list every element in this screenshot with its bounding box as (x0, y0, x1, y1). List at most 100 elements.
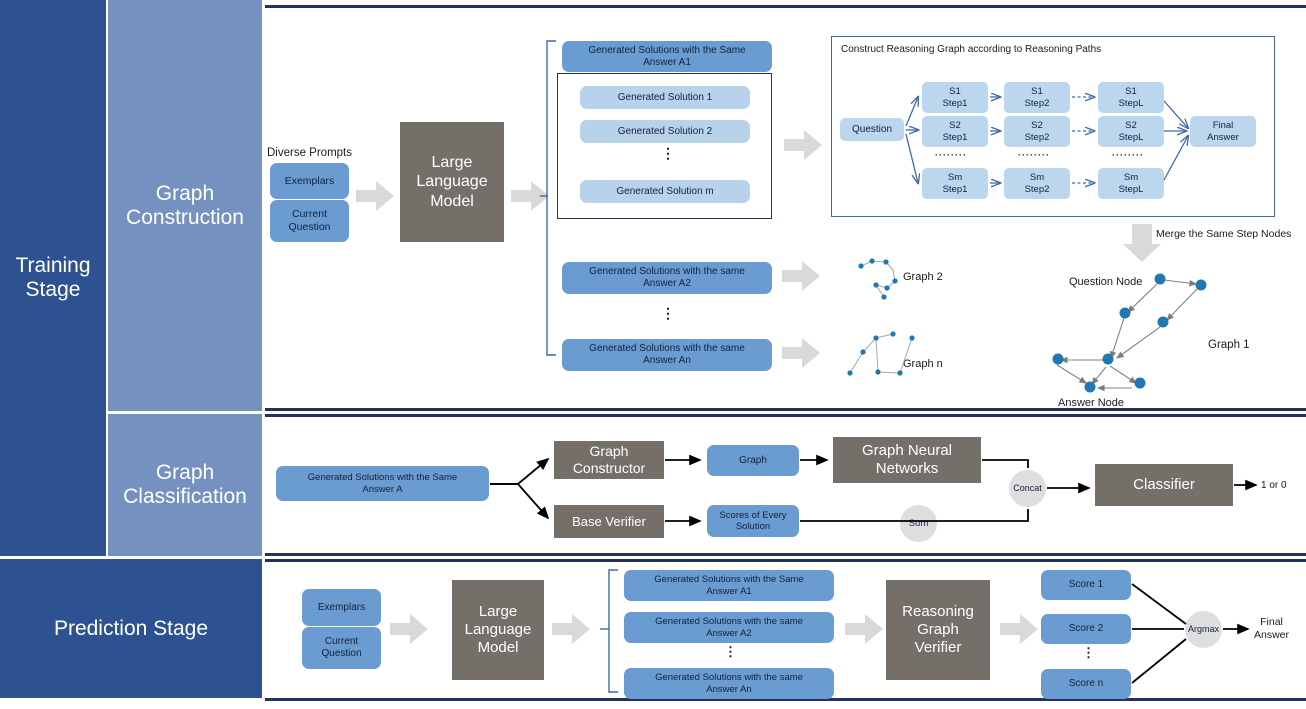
box-current-question: Current Question (270, 200, 349, 242)
sm-stepl-prefix: Sm (1123, 172, 1139, 184)
sm-stepl-step: StepL (1118, 183, 1144, 195)
title-construct-reasoning-graph: Construct Reasoning Graph according to R… (841, 44, 1102, 55)
pred-final-line2: Answer (1254, 629, 1290, 642)
phase-gcl-line2: Classification (123, 485, 247, 508)
box-base-verifier: Base Verifier (554, 505, 664, 538)
box-score-2: Score 2 (1041, 614, 1131, 644)
sm-step1-step: Step1 (942, 183, 968, 195)
sm-step2-prefix: Sm (1029, 172, 1045, 184)
pred-a1-line1: Generated Solutions with the Same (654, 574, 804, 586)
box-graph-neural-networks: Graph Neural Networks (833, 437, 981, 483)
scores-line1: Scores of Every (719, 509, 787, 521)
label-diverse-prompts: Diverse Prompts (267, 147, 352, 159)
llm-line1: Large (431, 154, 473, 172)
dots-col2: ········ (1018, 150, 1050, 160)
s2-step1-prefix: S2 (949, 120, 961, 132)
current-question-line1: Current (291, 208, 327, 221)
sm-step2-step: Step2 (1024, 183, 1050, 195)
dots-col1: ········ (935, 150, 967, 160)
pred-final-line1: Final (1260, 616, 1283, 628)
gc-line1: Graph (589, 443, 629, 460)
box-pred-answer-group-a1: Generated Solutions with the Same Answer… (624, 570, 834, 601)
label-graph-n: Graph n (903, 358, 943, 370)
circle-argmax: Argmax (1185, 611, 1222, 648)
s2-step2-prefix: S2 (1031, 120, 1043, 132)
box-final-answer-graph: Final Answer (1190, 116, 1256, 147)
stage-prediction-text: Prediction Stage (53, 616, 209, 640)
an-line2: Answer An (643, 355, 691, 366)
box-large-language-model-prediction: Large Language Model (452, 580, 544, 680)
a1-line1: Generated Solutions with the Same (588, 44, 746, 56)
llm-line2: Language (416, 173, 488, 191)
pred-cq-line2: Question (321, 648, 362, 659)
label-final-answer-prediction: Final Answer (1254, 616, 1289, 642)
box-answer-group-a1: Generated Solutions with the Same Answer… (562, 41, 772, 72)
s1-step1-step: Step1 (942, 97, 968, 109)
label-graph-2: Graph 2 (903, 271, 943, 283)
box-answer-group-a2: Generated Solutions with the same Answer… (562, 262, 772, 294)
phase-gc-line2: Construction (126, 205, 244, 229)
label-graph-1: Graph 1 (1208, 339, 1250, 351)
box-score-n: Score n (1041, 669, 1131, 699)
gnn-line1: Graph Neural (861, 442, 953, 459)
s2-step2-step: Step2 (1024, 131, 1050, 143)
a2-line2: Answer A2 (643, 278, 691, 289)
pred-an-line2: Answer An (706, 683, 752, 695)
pred-a2-line1: Generated Solutions with the same (655, 616, 803, 628)
box-pred-answer-group-an: Generated Solutions with the same Answer… (624, 668, 834, 699)
verifier-line1: Reasoning (902, 603, 974, 620)
box-exemplars-prediction: Exemplars (302, 589, 381, 626)
pred-cq-line1: Current (324, 636, 359, 647)
stage-label-prediction: Prediction Stage (0, 559, 262, 698)
s1-step2-prefix: S1 (1031, 86, 1043, 98)
box-classifier: Classifier (1095, 464, 1233, 506)
phase-gcl-line1: Graph (155, 461, 215, 485)
box-score-1: Score 1 (1041, 570, 1131, 600)
stage-training-line1: Training (15, 254, 91, 278)
pred-llm-line1: Large (478, 603, 518, 620)
scores-line2: Solution (735, 521, 771, 532)
box-input-answer-a: Generated Solutions with the Same Answer… (276, 466, 489, 501)
box-current-question-prediction: Current Question (302, 627, 381, 669)
pred-an-line1: Generated Solutions with the same (655, 672, 803, 684)
box-graph-constructor: Graph Constructor (554, 441, 664, 479)
box-exemplars: Exemplars (270, 163, 349, 199)
stage-label-training: Training Stage (0, 0, 106, 556)
pred-a2-line2: Answer A2 (706, 627, 752, 639)
verifier-line2: Graph (917, 621, 959, 638)
final-answer-line1: Final (1212, 120, 1234, 132)
box-generated-solution-2: Generated Solution 2 (580, 120, 750, 143)
box-pred-answer-group-a2: Generated Solutions with the same Answer… (624, 612, 834, 643)
box-generated-solution-m: Generated Solution m (580, 180, 750, 203)
s2-step1-step: Step1 (942, 131, 968, 143)
a1-line2: Answer A1 (643, 56, 691, 68)
gc-line2: Constructor (572, 460, 646, 476)
phase-label-graph-construction: Graph Construction (108, 0, 262, 411)
sm-step1-prefix: Sm (947, 172, 963, 184)
box-reasoning-graph-verifier: Reasoning Graph Verifier (886, 580, 990, 680)
verifier-line3: Verifier (914, 639, 962, 656)
circle-sum: Sum (900, 505, 937, 542)
phase-label-graph-classification: Graph Classification (108, 414, 262, 556)
an-line1: Generated Solutions with the same (589, 343, 745, 354)
s2-stepl-step: StepL (1118, 131, 1144, 143)
box-large-language-model: Large Language Model (400, 122, 504, 242)
gnn-line2: Networks (875, 460, 939, 477)
pred-llm-line3: Model (477, 639, 519, 656)
s1-stepl-prefix: S1 (1125, 86, 1137, 98)
pred-a1-line2: Answer A1 (706, 585, 752, 597)
box-answer-group-an: Generated Solutions with the same Answer… (562, 339, 772, 371)
phase-gc-line1: Graph (155, 181, 215, 205)
s1-step1-prefix: S1 (949, 86, 961, 98)
box-graph: Graph (707, 445, 799, 476)
s2-stepl-prefix: S2 (1125, 120, 1137, 132)
